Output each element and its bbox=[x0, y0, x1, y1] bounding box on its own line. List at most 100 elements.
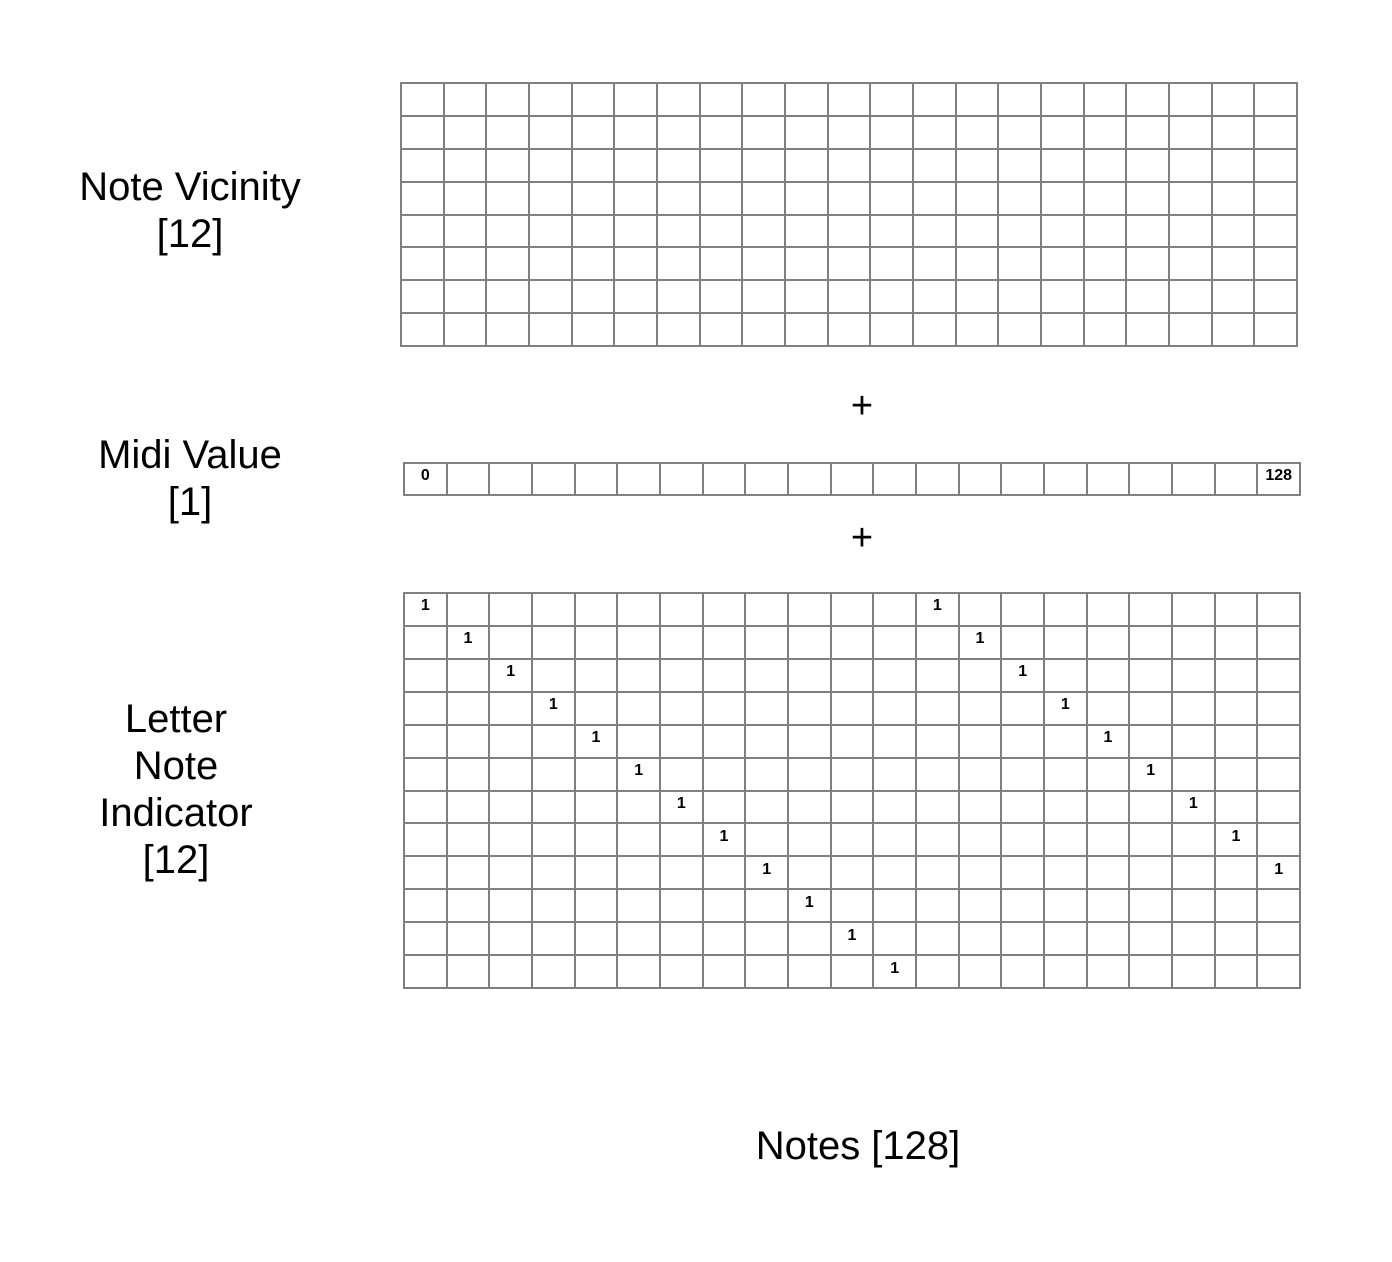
letter-cell bbox=[1173, 758, 1216, 792]
letter-cell bbox=[1002, 758, 1045, 792]
letter-cell bbox=[405, 659, 448, 693]
letter-cell bbox=[661, 626, 704, 660]
vicinity-cell bbox=[487, 281, 530, 315]
letter-cell bbox=[831, 692, 875, 726]
letter-cell bbox=[959, 758, 1003, 792]
letter-cell bbox=[703, 725, 747, 759]
letter-cell bbox=[917, 890, 960, 924]
letter-cell bbox=[703, 890, 747, 924]
letter-cell bbox=[575, 626, 619, 660]
midi-cell: 128 bbox=[1258, 464, 1301, 496]
vicinity-cell bbox=[1042, 84, 1085, 117]
letter-cell: 1 bbox=[1130, 758, 1173, 792]
letter-cell bbox=[661, 956, 704, 989]
letter-cell: 1 bbox=[447, 626, 491, 660]
vicinity-cell bbox=[786, 215, 829, 249]
vicinity-cell bbox=[487, 314, 530, 347]
letter-cell bbox=[1173, 594, 1216, 627]
letter-cell bbox=[917, 725, 960, 759]
vicinity-cell bbox=[402, 248, 445, 282]
vicinity-cell bbox=[871, 149, 914, 183]
letter-cell bbox=[490, 758, 533, 792]
letter-cell bbox=[874, 890, 917, 924]
letter-cell bbox=[789, 626, 832, 660]
letter-cell bbox=[1258, 791, 1301, 825]
letter-cell bbox=[533, 758, 576, 792]
letter-cell bbox=[1130, 594, 1173, 627]
vicinity-cell bbox=[444, 116, 488, 150]
vicinity-cell bbox=[658, 182, 701, 216]
vicinity-cell bbox=[402, 182, 445, 216]
letter-cell bbox=[1215, 725, 1259, 759]
plus-operator: + bbox=[850, 517, 874, 559]
vicinity-cell bbox=[1084, 248, 1128, 282]
letter-cell bbox=[1087, 890, 1131, 924]
letter-cell bbox=[874, 824, 917, 858]
letter-cell bbox=[405, 626, 448, 660]
letter-cell bbox=[1173, 692, 1216, 726]
vicinity-cell bbox=[615, 215, 658, 249]
vicinity-cell bbox=[402, 116, 445, 150]
vicinity-cell bbox=[530, 248, 573, 282]
letter-cell bbox=[661, 594, 704, 627]
letter-cell bbox=[959, 594, 1003, 627]
letter-cell: 1 bbox=[703, 824, 747, 858]
letter-cell bbox=[575, 659, 619, 693]
letter-cell: 1 bbox=[1215, 824, 1259, 858]
letter-cell bbox=[1173, 956, 1216, 989]
letter-cell bbox=[959, 956, 1003, 989]
midi-cell bbox=[789, 464, 832, 496]
vicinity-cell bbox=[402, 84, 445, 117]
letter-cell bbox=[1258, 824, 1301, 858]
letter-cell bbox=[533, 659, 576, 693]
vicinity-cell bbox=[999, 281, 1042, 315]
vicinity-cell bbox=[658, 215, 701, 249]
letter-cell bbox=[447, 824, 491, 858]
vicinity-cell bbox=[743, 314, 786, 347]
letter-cell bbox=[959, 824, 1003, 858]
letter-cell: 1 bbox=[746, 857, 789, 891]
vicinity-cell bbox=[444, 314, 488, 347]
letter-cell bbox=[789, 857, 832, 891]
vicinity-cell bbox=[402, 149, 445, 183]
letter-cell bbox=[1045, 857, 1088, 891]
letter-cell bbox=[874, 594, 917, 627]
letter-cell: 1 bbox=[618, 758, 661, 792]
vicinity-cell bbox=[743, 281, 786, 315]
vicinity-cell bbox=[786, 248, 829, 282]
letter-cell bbox=[490, 824, 533, 858]
vicinity-cell bbox=[743, 116, 786, 150]
midi-cell bbox=[661, 464, 704, 496]
letter-cell bbox=[746, 956, 789, 989]
letter-cell bbox=[1173, 824, 1216, 858]
vicinity-cell bbox=[572, 116, 616, 150]
letter-cell bbox=[1130, 692, 1173, 726]
vicinity-cell bbox=[871, 182, 914, 216]
letter-cell bbox=[789, 725, 832, 759]
letter-cell bbox=[618, 890, 661, 924]
letter-cell bbox=[874, 659, 917, 693]
letter-cell bbox=[1002, 956, 1045, 989]
letter-cell: 1 bbox=[1045, 692, 1088, 726]
letter-cell bbox=[746, 626, 789, 660]
vicinity-cell bbox=[487, 182, 530, 216]
letter-cell bbox=[575, 824, 619, 858]
vicinity-cell bbox=[871, 116, 914, 150]
letter-cell bbox=[1002, 890, 1045, 924]
midi-cell bbox=[618, 464, 661, 496]
letter-cell bbox=[831, 824, 875, 858]
letter-cell bbox=[789, 594, 832, 627]
letter-cell bbox=[447, 890, 491, 924]
letter-cell bbox=[1130, 725, 1173, 759]
vicinity-cell bbox=[658, 84, 701, 117]
letter-cell: 1 bbox=[874, 956, 917, 989]
letter-cell bbox=[618, 594, 661, 627]
letter-cell bbox=[490, 692, 533, 726]
vicinity-cell bbox=[828, 215, 872, 249]
vicinity-cell bbox=[572, 149, 616, 183]
vicinity-cell bbox=[999, 314, 1042, 347]
letter-cell: 1 bbox=[1258, 857, 1301, 891]
letter-cell bbox=[1258, 659, 1301, 693]
letter-cell bbox=[447, 857, 491, 891]
